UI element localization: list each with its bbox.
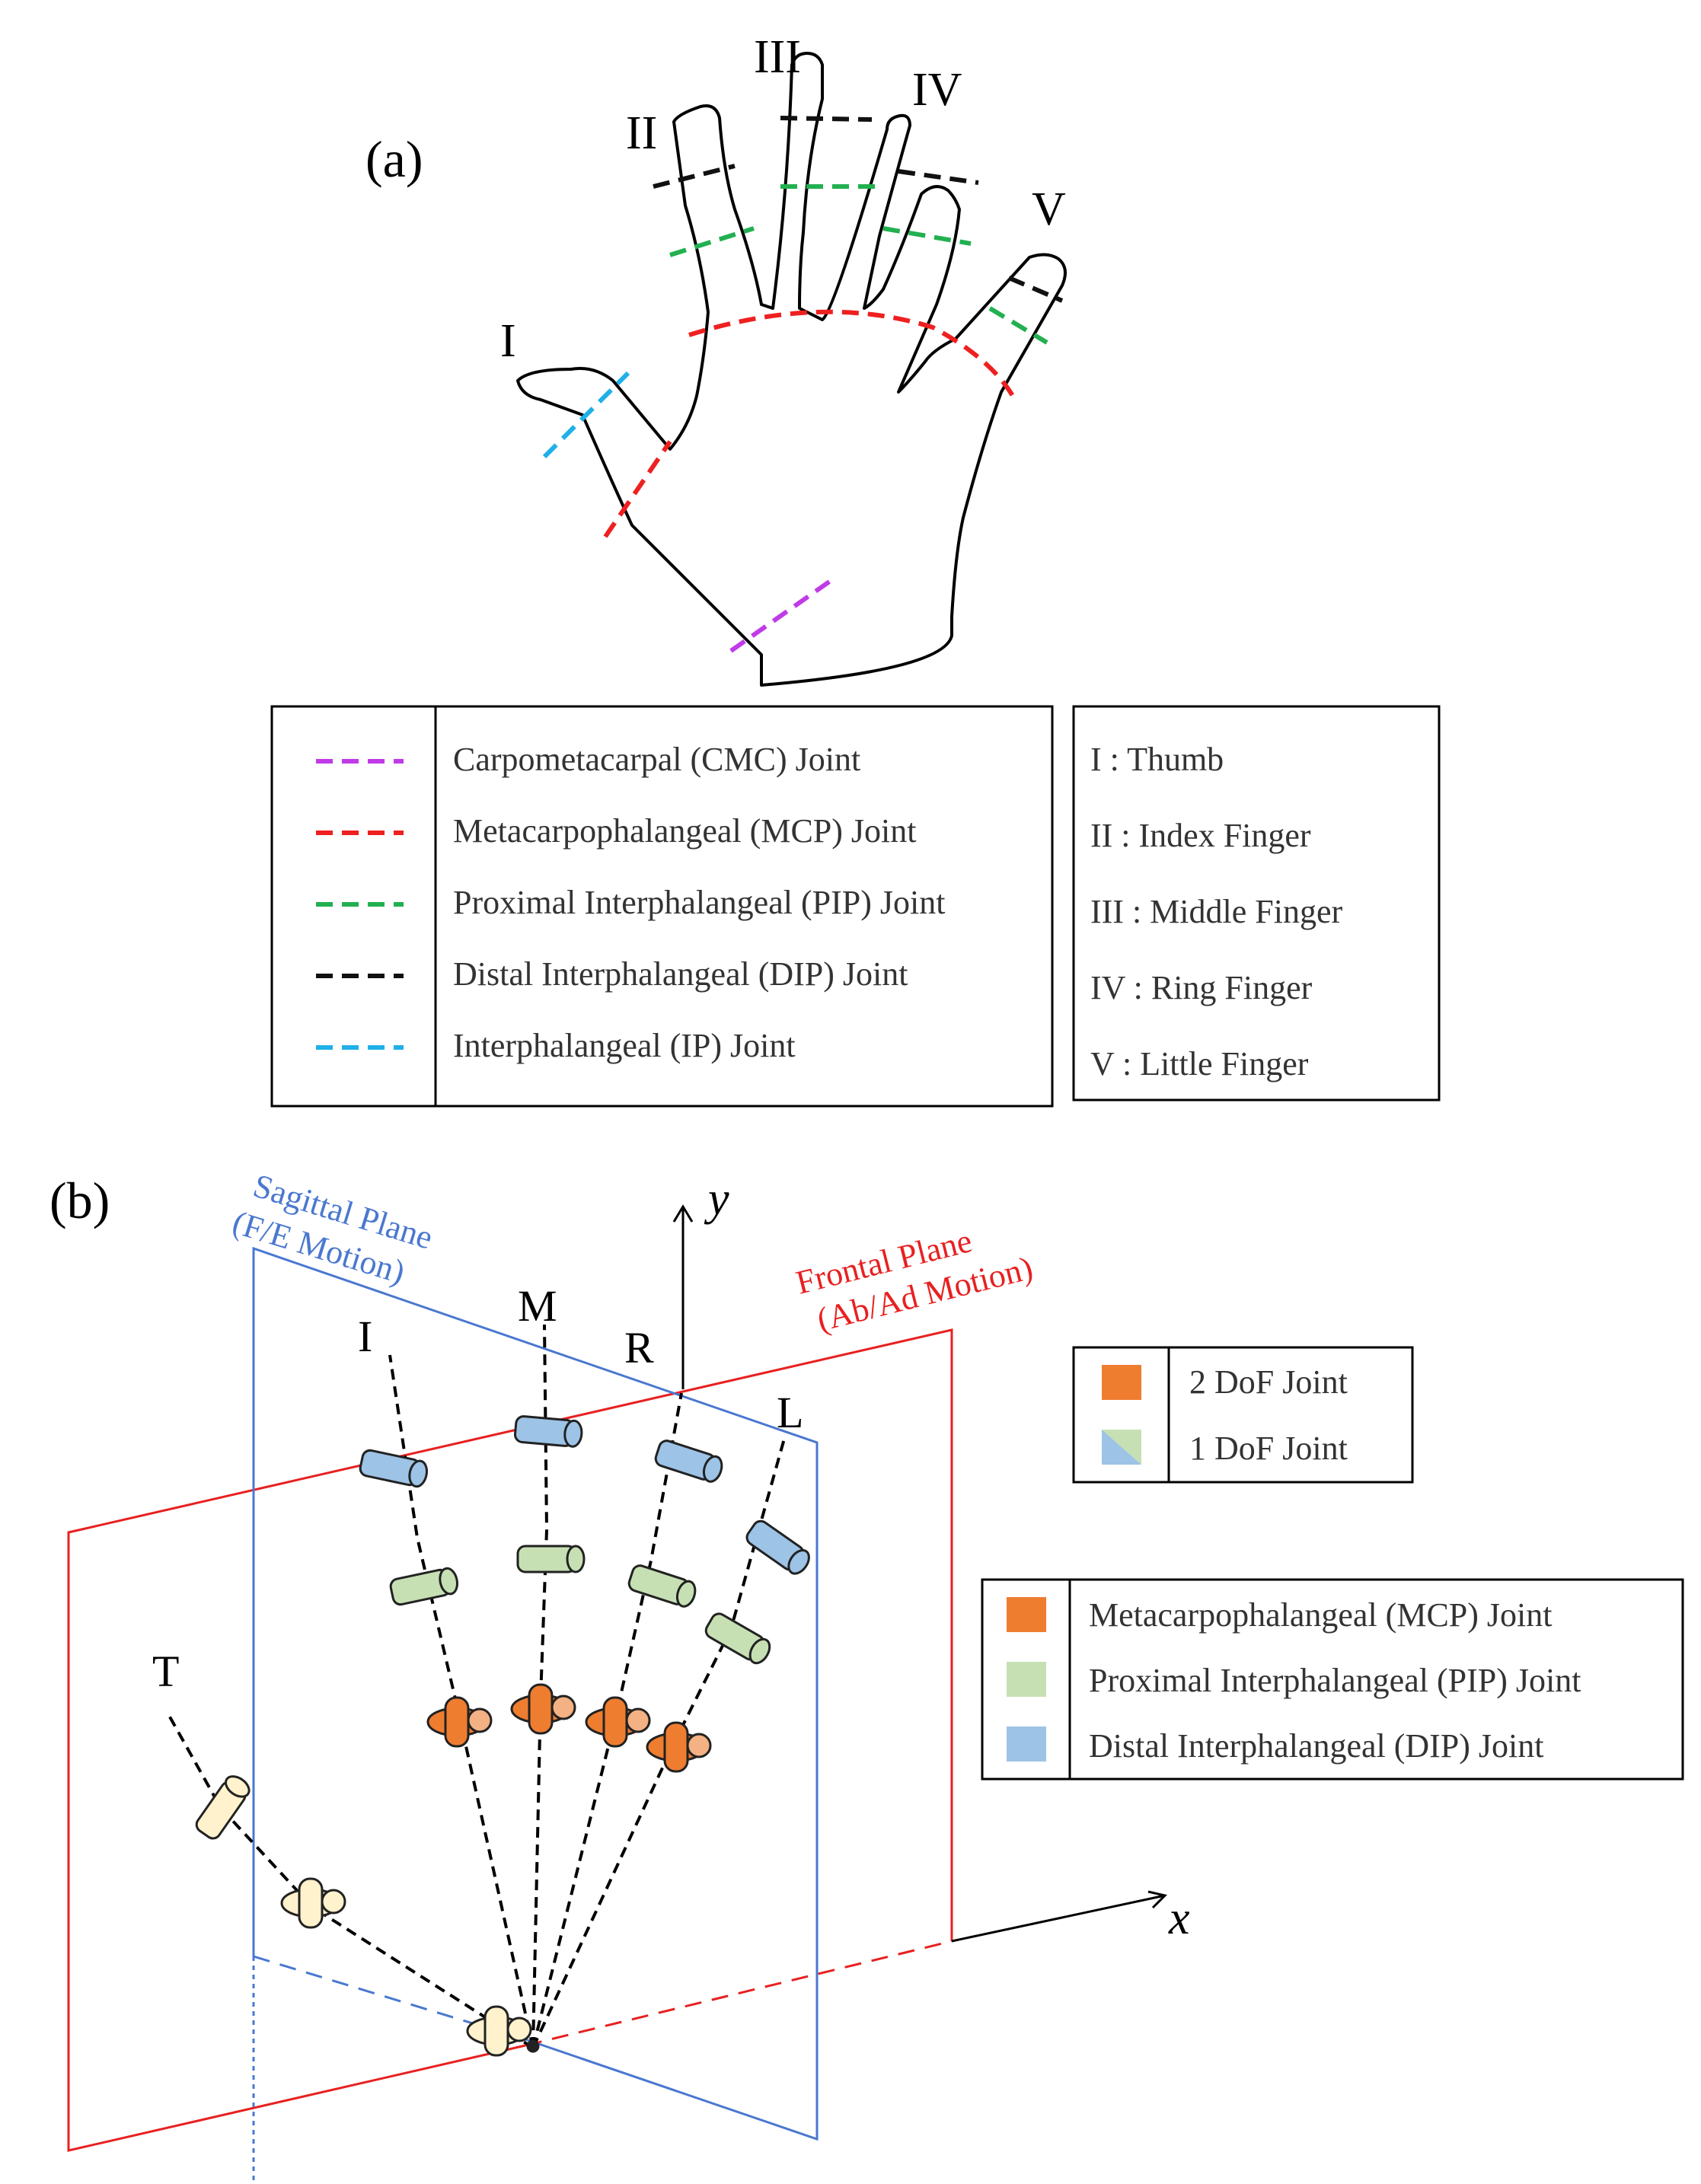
thumb-mcp-joint: [280, 1877, 346, 1929]
hand-outline: [516, 52, 1067, 687]
frontal-plane: [67, 1328, 953, 2152]
legend-label-dip: Distal Interphalangeal (DIP) Joint: [453, 955, 908, 993]
dip-joint-index: [359, 1449, 428, 1488]
dof-legend: 2 DoF Joint 1 DoF Joint: [1072, 1346, 1414, 1484]
finger-letter-thumb: T: [152, 1647, 179, 1696]
pip-joint-index: [389, 1567, 458, 1606]
thumb-ip-joint: [195, 1775, 251, 1840]
joint-color-legend: Metacarpophalangeal (MCP) Joint Proximal…: [981, 1578, 1684, 1781]
joint-markers: [195, 1415, 810, 2057]
mcp-joint-ring: [585, 1696, 651, 1748]
finger-numeral-i: I: [500, 315, 516, 367]
dip-joint-little: [745, 1519, 810, 1575]
legend-label-mcp: Metacarpophalangeal (MCP) Joint: [453, 812, 917, 850]
legend-label-ip: Interphalangeal (IP) Joint: [453, 1027, 796, 1064]
finger-legend-thumb: I : Thumb: [1090, 741, 1224, 778]
x-axis: [951, 1894, 1166, 1943]
y-axis-label: y: [704, 1173, 729, 1225]
finger-chains: [166, 1324, 786, 2049]
legend-label-dip-b: Distal Interphalangeal (DIP) Joint: [1089, 1727, 1544, 1765]
finger-letter-little: L: [777, 1388, 803, 1437]
sagittal-plane: [252, 1246, 819, 2184]
mcp-joint-middle: [510, 1683, 576, 1735]
finger-numeral-iii: III: [754, 31, 801, 83]
chain-thumb: [166, 1712, 535, 2049]
finger-legend-ring: IV : Ring Finger: [1090, 969, 1313, 1006]
legend-swatch-dip: [1007, 1726, 1046, 1762]
finger-name-legend: I : Thumb II : Index Finger III : Middle…: [1072, 705, 1441, 1102]
legend-label-mcp-b: Metacarpophalangeal (MCP) Joint: [1089, 1596, 1553, 1634]
finger-numeral-v: V: [1032, 183, 1066, 235]
legend-swatch-mcp: [1007, 1597, 1046, 1632]
legend-label-pip-b: Proximal Interphalangeal (PIP) Joint: [1089, 1662, 1581, 1699]
panel-a-label: (a): [365, 130, 423, 188]
panel-a: (a) I II III IV V Carpometacarpal (CMC: [270, 31, 1441, 1108]
mcp-joint-index: [426, 1696, 493, 1748]
dip-joint-middle: [513, 1415, 583, 1448]
finger-numeral-ii: II: [626, 107, 657, 159]
x-axis-label: x: [1168, 1892, 1190, 1944]
finger-legend-index: II : Index Finger: [1090, 817, 1311, 854]
panel-b: (b) y x Sagittal Plane (F/E Motion) Fron…: [49, 1167, 1684, 2184]
pip-joint-little: [704, 1612, 771, 1665]
origin-point: [526, 2039, 540, 2053]
finger-legend-middle: III : Middle Finger: [1090, 893, 1343, 930]
joint-type-legend: Carpometacarpal (CMC) Joint Metacarpopha…: [270, 705, 1054, 1108]
pip-joint-middle: [516, 1545, 586, 1573]
dof-legend-swatch-2dof: [1102, 1365, 1141, 1400]
legend-label-pip: Proximal Interphalangeal (PIP) Joint: [453, 884, 945, 921]
finger-letter-index: I: [358, 1312, 372, 1361]
finger-letter-middle: M: [518, 1281, 557, 1331]
thumb-cmc-joint: [466, 2005, 532, 2057]
dof-legend-label-2dof: 2 DoF Joint: [1189, 1363, 1348, 1401]
pip-joint-ring: [627, 1564, 697, 1608]
finger-legend-little: V : Little Finger: [1090, 1045, 1309, 1082]
chain-ring: [531, 1392, 683, 2048]
finger-numeral-iv: IV: [912, 64, 962, 116]
dip-joint-ring: [654, 1440, 723, 1483]
dof-legend-swatch-1dof-blue: [1102, 1430, 1141, 1465]
coordinate-axes: [672, 1204, 1167, 1943]
legend-label-cmc: Carpometacarpal (CMC) Joint: [453, 741, 860, 778]
legend-swatch-pip: [1007, 1662, 1046, 1697]
finger-letter-ring: R: [624, 1323, 654, 1373]
panel-b-label: (b): [49, 1172, 110, 1229]
mcp-joint-little: [646, 1721, 712, 1773]
dof-legend-label-1dof: 1 DoF Joint: [1189, 1430, 1348, 1467]
chain-index: [388, 1354, 535, 2048]
frontal-plane-title: Frontal Plane (Ab/Ad Motion): [793, 1222, 1037, 1338]
